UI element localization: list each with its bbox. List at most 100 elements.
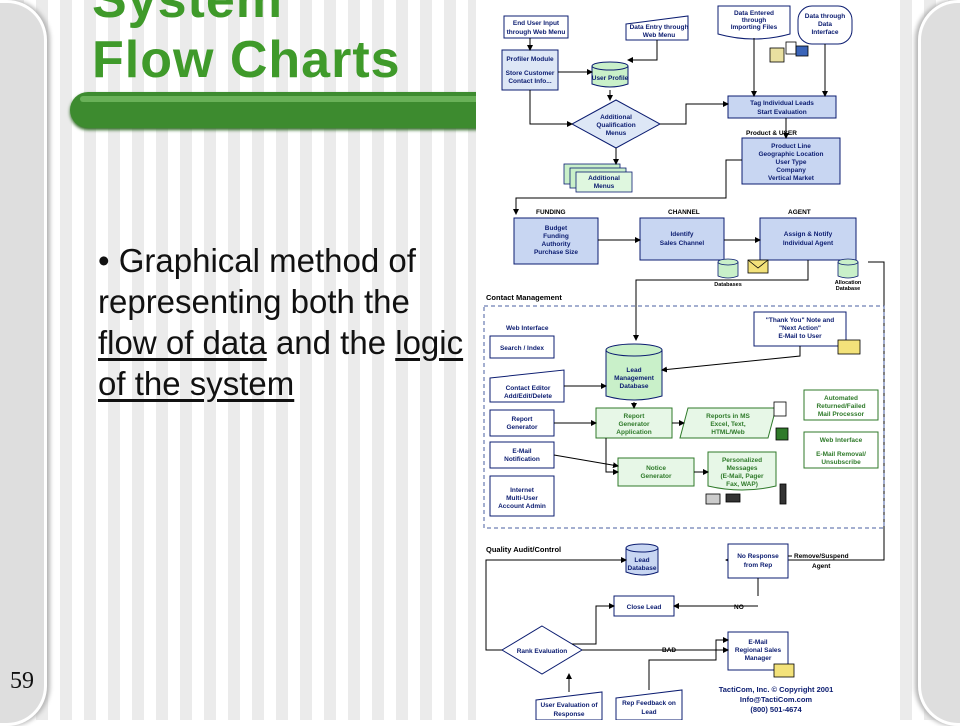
data-entry-label-2: Web Menu bbox=[643, 32, 675, 39]
profiler-label-3: Contact Info... bbox=[508, 78, 552, 85]
reports-ms-label-1: Reports in MS bbox=[706, 413, 750, 420]
contact-management-heading: Contact Management bbox=[486, 293, 562, 302]
device-icons bbox=[705, 483, 787, 505]
profiler-label-2: Store Customer bbox=[506, 70, 555, 77]
title-line-2: Flow Charts bbox=[92, 31, 401, 89]
report-gen-label-2: Generator bbox=[506, 424, 538, 431]
allocation-db-cylinder: Allocation Database bbox=[835, 258, 862, 292]
internet-label-1: Internet bbox=[510, 487, 535, 494]
right-frame-decoration bbox=[918, 0, 960, 726]
notice-label-1: Notice bbox=[646, 465, 666, 472]
end-user-input-box: End User Input through Web Menu bbox=[503, 15, 569, 39]
report-app-label-2: Generator bbox=[618, 421, 650, 428]
web-interface-label: Web Interface bbox=[506, 325, 549, 332]
product-label-1: Product Line bbox=[771, 143, 811, 150]
reports-ms-label-3: HTML/Web bbox=[711, 429, 744, 436]
agent-label-1: Assign & Notify bbox=[784, 231, 833, 238]
copyright-block: TactiCom, Inc. © Copyright 2001 Info@Tac… bbox=[719, 685, 834, 714]
regional-label-1: E-Mail bbox=[748, 639, 767, 646]
rank-label: Rank Evaluation bbox=[517, 648, 568, 655]
qual-label-3: Menus bbox=[606, 130, 627, 137]
report-gen-label-1: Report bbox=[512, 416, 534, 423]
left-frame-decoration bbox=[0, 0, 47, 726]
personalized-messages-box: Personalized Messages (E-Mail, Pager Fax… bbox=[707, 451, 777, 491]
end-user-label-1: End User Input bbox=[513, 20, 560, 27]
contact-editor-box: Contact Editor Add/Edit/Delete bbox=[489, 369, 565, 403]
top-connectors bbox=[513, 38, 828, 215]
contact-management-region bbox=[483, 305, 885, 529]
thank-you-box: "Thank You" Note and "Next Action" E-Mai… bbox=[753, 311, 861, 355]
quality-lead-db: Lead Database bbox=[625, 543, 659, 576]
internet-label-2: Multi-User bbox=[506, 495, 538, 502]
user-evaluation-box: User Evaluation of Response bbox=[535, 691, 603, 720]
auto-label-1: Automated bbox=[824, 395, 858, 402]
lead-db-label-1: Lead bbox=[626, 367, 641, 374]
budget-label-2: Funding bbox=[543, 233, 569, 240]
data-entry-label-1: Data Entry through bbox=[630, 24, 689, 31]
remove-suspend-label: Remove/Suspend bbox=[794, 553, 849, 560]
data-entry-web-menu-box: Data Entry through Web Menu bbox=[625, 15, 689, 41]
databases-label: Databases bbox=[714, 282, 742, 288]
bullet-marker: • bbox=[98, 242, 119, 279]
budget-label-1: Budget bbox=[545, 225, 568, 232]
notice-label-2: Generator bbox=[640, 473, 672, 480]
bullet-text-2: and the bbox=[266, 324, 396, 361]
web-interface-removal-box: Web Interface E-Mail Removal/ Unsubscrib… bbox=[803, 431, 879, 469]
personal-label-1: Personalized bbox=[722, 457, 762, 464]
auto-label-3: Mail Processor bbox=[818, 411, 865, 418]
allocation-label-1: Allocation bbox=[835, 280, 862, 286]
user-eval-label-1: User Evaluation of bbox=[540, 702, 598, 709]
reports-ms-label-2: Excel, Text, bbox=[710, 421, 745, 428]
title-bar-highlight bbox=[80, 96, 490, 102]
flowchart-diagram: End User Input through Web Menu Data Ent… bbox=[476, 0, 892, 720]
assign-agent-box: Assign & Notify Individual Agent bbox=[759, 217, 857, 261]
bullet-emphasis-flow-of-data: flow of data bbox=[98, 324, 267, 361]
email-notif-label-1: E-Mail bbox=[512, 448, 531, 455]
auto-label-2: Returned/Failed bbox=[816, 403, 865, 410]
quality-connectors bbox=[485, 555, 792, 692]
envelope-icon bbox=[747, 259, 769, 274]
budget-box: Budget Funding Authority Purchase Size bbox=[513, 217, 599, 265]
search-index-box: Search / Index bbox=[489, 335, 555, 359]
slide-title: System Flow Charts bbox=[92, 0, 401, 90]
report-application-box: Report Generator Application bbox=[595, 407, 673, 439]
funding-tag: FUNDING bbox=[536, 209, 566, 216]
notice-generator-box: Notice Generator bbox=[617, 457, 695, 487]
lead-db-label-3: Database bbox=[620, 383, 649, 390]
data-entered-label-2: through bbox=[742, 17, 767, 24]
data-interface-label-1: Data through bbox=[805, 13, 845, 20]
user-profile-db: User Profile bbox=[591, 61, 629, 88]
product-label-3: User Type bbox=[776, 159, 807, 166]
tag-leads-box: Tag Individual Leads Start Evaluation bbox=[727, 95, 837, 119]
envelope-icon bbox=[837, 339, 861, 355]
page-number: 59 bbox=[10, 668, 34, 694]
regional-manager-box: E-Mail Regional Sales Manager bbox=[727, 631, 795, 678]
editor-label-2: Add/Edit/Delete bbox=[504, 393, 552, 400]
personal-label-4: Fax, WAP) bbox=[726, 481, 758, 488]
additional-menus-stack: Additional Menus bbox=[563, 163, 633, 193]
email-notif-label-2: Notification bbox=[504, 456, 540, 463]
lead-db-label-2: Management bbox=[614, 375, 655, 382]
thank-label-1: "Thank You" Note and bbox=[766, 317, 834, 324]
end-user-label-2: through Web Menu bbox=[507, 29, 566, 36]
allocation-label-2: Database bbox=[836, 286, 860, 292]
close-lead-box: Close Lead bbox=[613, 595, 675, 617]
copyright-line-2: Info@TactiCom.com bbox=[740, 695, 813, 704]
internet-label-3: Account Admin bbox=[498, 503, 546, 510]
no-label: NO bbox=[734, 604, 744, 611]
product-label-2: Geographic Location bbox=[758, 151, 823, 158]
web-int2-label-1: Web Interface bbox=[820, 437, 863, 444]
rep-fb-label-2: Lead bbox=[641, 709, 656, 716]
web-int2-label-2: E-Mail Removal/ bbox=[816, 451, 866, 458]
profiler-module-box: Profiler Module Store Customer Contact I… bbox=[501, 49, 559, 91]
qual-label-2: Qualification bbox=[596, 122, 635, 129]
email-notification-box: E-Mail Notification bbox=[489, 441, 555, 469]
tag-label-2: Start Evaluation bbox=[757, 109, 807, 116]
web-int2-label-3: Unsubscribe bbox=[821, 459, 861, 466]
profiler-label-1: Profiler Module bbox=[506, 56, 554, 63]
agent-tag: AGENT bbox=[788, 209, 811, 216]
search-index-label: Search / Index bbox=[500, 345, 544, 352]
data-interface-label-3: Interface bbox=[811, 29, 838, 36]
identify-channel-box: Identify Sales Channel bbox=[639, 217, 725, 261]
qualification-diamond: Additional Qualification Menus bbox=[570, 99, 662, 149]
